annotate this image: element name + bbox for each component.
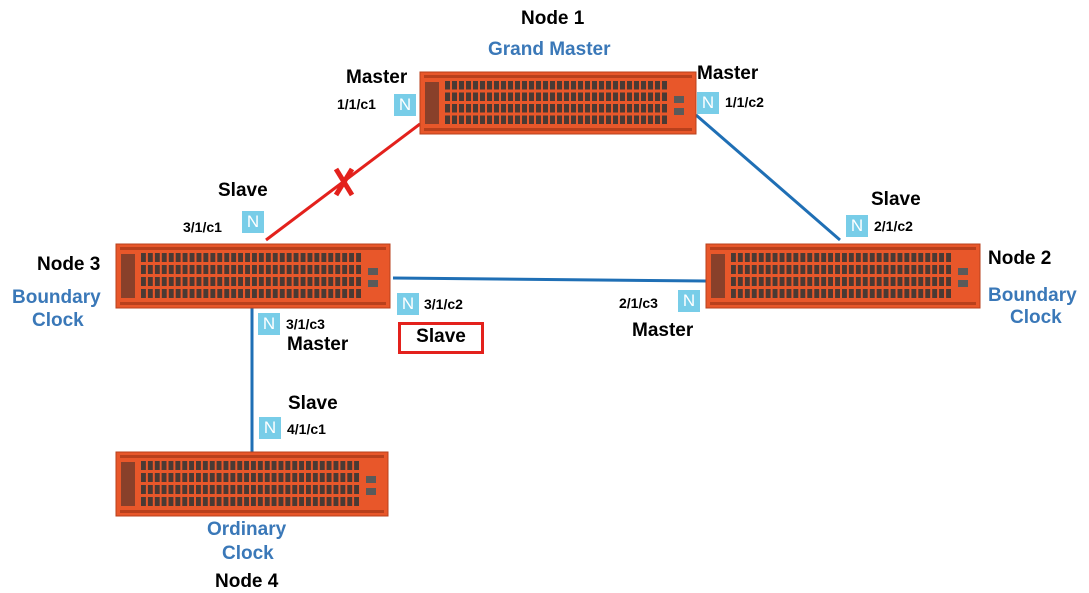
node2-name: Node 2 — [988, 248, 1052, 269]
node1-router — [419, 71, 697, 135]
link-node3-node2 — [392, 276, 707, 283]
node4-router — [115, 451, 389, 517]
ptp-port-icon: N — [258, 313, 280, 335]
node1-port-right-id: 1/1/c2 — [725, 94, 764, 110]
node3-port-right-state-highlight: Slave — [398, 322, 484, 354]
link-broken-x-icon — [333, 167, 355, 197]
node3-port-right-id: 3/1/c2 — [424, 296, 463, 312]
node4-role-line1: Ordinary — [207, 519, 287, 540]
node1-port-left-state: Master — [346, 67, 408, 88]
node4-name: Node 4 — [215, 571, 279, 592]
node4-role-line2: Clock — [222, 543, 274, 564]
ptp-port-icon: N — [697, 92, 719, 114]
node1-port-right-state: Master — [697, 63, 759, 84]
node3-name: Node 3 — [37, 254, 101, 275]
node3-role-line2: Clock — [32, 310, 84, 331]
node3-router — [115, 243, 391, 309]
node2-role-line1: Boundary — [988, 285, 1077, 306]
node1-role: Grand Master — [488, 39, 611, 60]
ptp-port-icon: N — [846, 215, 868, 237]
link-node1-node2 — [695, 113, 841, 242]
node3-port-top-state: Slave — [218, 180, 268, 201]
node2-port-left-state: Master — [632, 320, 694, 341]
node3-port-bottom-state: Master — [287, 334, 349, 355]
node2-role-line2: Clock — [1010, 307, 1062, 328]
node3-port-top-id: 3/1/c1 — [183, 219, 222, 235]
node1-port-left-id: 1/1/c1 — [337, 96, 376, 112]
node4-port-top-state: Slave — [288, 393, 338, 414]
node2-port-top-id: 2/1/c2 — [874, 218, 913, 234]
node2-port-left-id: 2/1/c3 — [619, 295, 658, 311]
node2-router — [705, 243, 981, 309]
node4-port-top-id: 4/1/c1 — [287, 421, 326, 437]
ptp-port-icon: N — [678, 290, 700, 312]
ptp-port-icon: N — [394, 94, 416, 116]
ptp-port-icon: N — [242, 211, 264, 233]
node3-port-bottom-id: 3/1/c3 — [286, 316, 325, 332]
node3-role-line1: Boundary — [12, 287, 101, 308]
ptp-port-icon: N — [397, 293, 419, 315]
node1-name: Node 1 — [521, 8, 585, 29]
ptp-port-icon: N — [259, 417, 281, 439]
node2-port-top-state: Slave — [871, 189, 921, 210]
